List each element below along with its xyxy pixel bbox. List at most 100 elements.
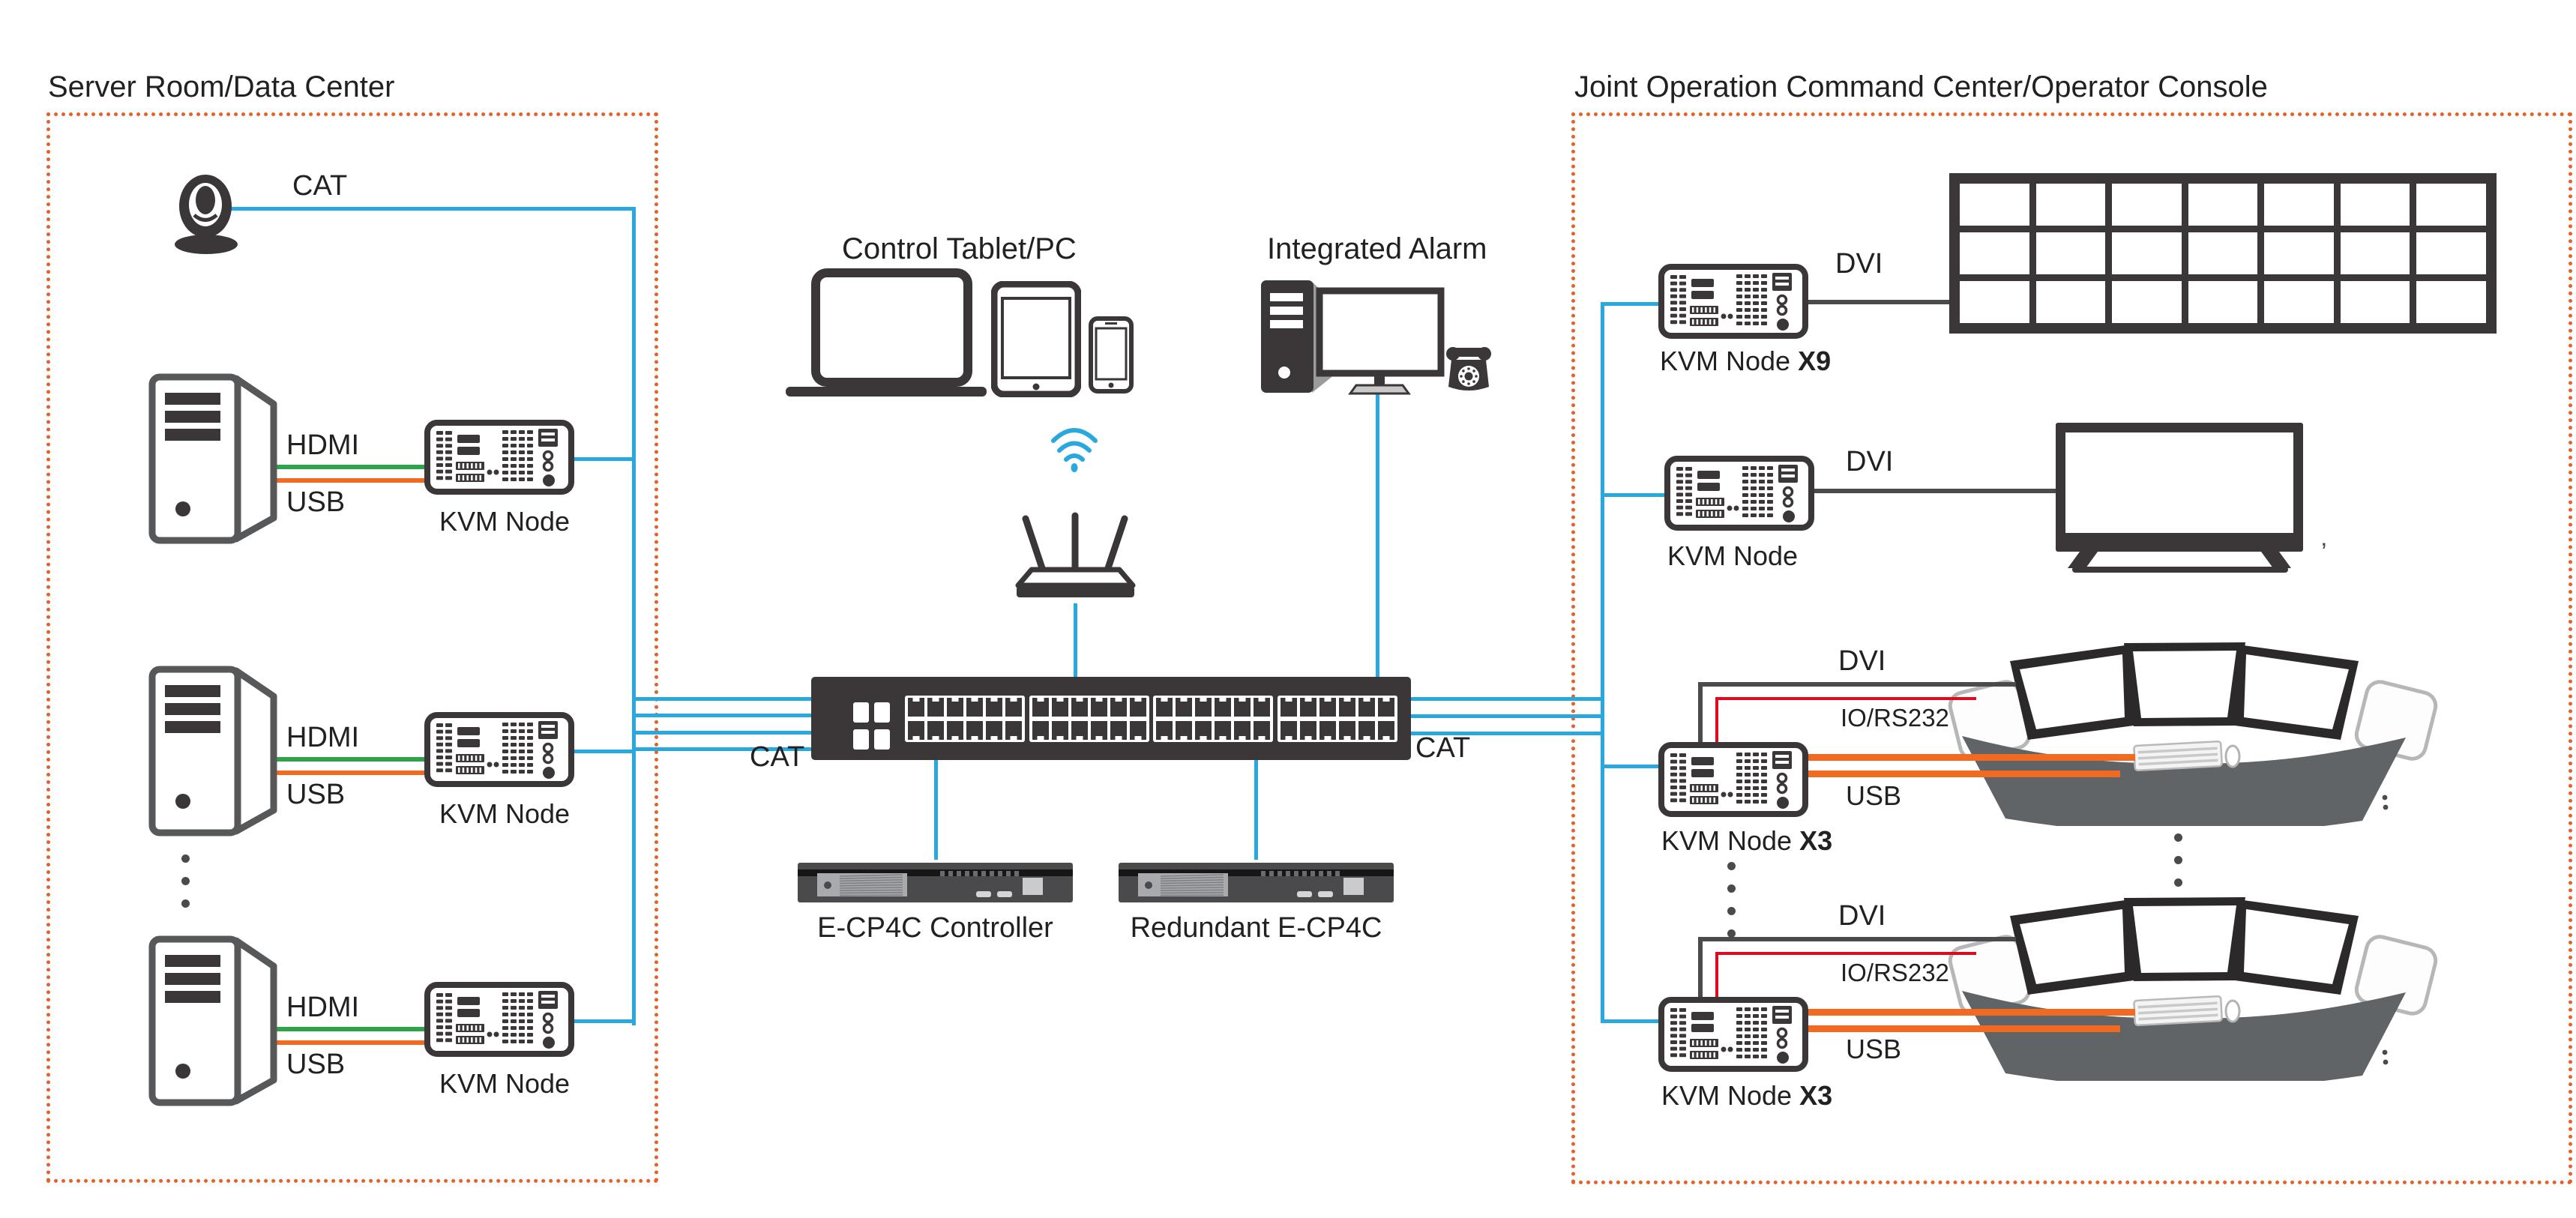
io-cable-x3a [1715,697,1976,700]
uplink-port [874,702,890,723]
port-group [1029,696,1149,742]
cat-trunk-line-3 [632,731,813,735]
rj45-port [1071,721,1088,740]
rj45-port [1110,698,1127,717]
kvm-node-icon-3 [424,982,574,1057]
rj45-port [1215,698,1231,717]
wireless-router-icon [1014,508,1137,606]
command-center-title: Joint Operation Command Center/Operator … [1574,70,2268,103]
operator-console-desk-1 [1908,639,2478,834]
wall-cell [2416,232,2486,274]
kvm-node-x3a-icon [1658,742,1808,817]
router-cat-drop [1074,603,1077,678]
wall-cell [2264,184,2334,226]
stray-mark: ’ [2321,538,2327,567]
rj45-port [1358,698,1375,717]
rj45-port [908,698,924,717]
wifi-icon [1048,418,1101,474]
dvi-riser-x3b [1698,937,1703,998]
io-riser-x3b [1715,952,1718,998]
wall-cell [2035,232,2106,274]
video-wall [1949,173,2497,334]
dvi-label-single: DVI [1846,446,1894,477]
rj45-port [1378,698,1394,717]
rj45-port [1254,721,1270,740]
wall-cell [2112,232,2182,274]
uplink-port [853,729,869,750]
port-group [1153,696,1273,742]
wall-cell [2264,281,2334,323]
usb-label-x3a: USB [1846,780,1902,811]
kvm3-cat-cable [573,1019,636,1023]
usb-cable-x3a-2 [1807,771,2120,777]
rj45-port [966,721,983,740]
cat-trunk-right-2 [1411,714,1602,718]
kvm-node-label-2: KVM Node [439,798,571,829]
kvm-x9-cat-cable [1603,302,1658,306]
rj45-port [986,698,1002,717]
rj45-port [947,698,963,717]
rj45-port [1032,698,1049,717]
rj45-port [1378,721,1394,740]
usb-label-3: USB [286,1049,346,1080]
kvm-node-x3a-label: KVM Node X3 [1661,825,1833,856]
rj45-port [1005,721,1022,740]
wall-cell [2188,281,2258,323]
smartphone-icon [1089,316,1134,394]
wall-cell [2340,184,2410,226]
usb-cable-x3a-1 [1807,754,2135,761]
rj45-port [1130,721,1146,740]
kvm-node-x9-label: KVM Node X9 [1660,346,1832,376]
rj45-port [1176,698,1192,717]
rj45-port [1300,698,1316,717]
hdmi-cable-1 [276,465,427,469]
rj45-port [1005,698,1022,717]
server-icon-2 [148,665,280,837]
cat-label-left: CAT [750,741,805,773]
tablet-icon [990,280,1082,398]
rj45-port [1130,698,1146,717]
right-cat-bus [1601,302,1604,1023]
kvm-single-cat-cable [1603,493,1666,497]
io-label-x3b: IO/RS232 [1841,959,1949,986]
wall-cell [1960,281,2029,323]
rj45-port [1110,721,1127,740]
camera-cat-cable [220,207,636,211]
wall-cell [2340,232,2410,274]
cat-trunk-line-4 [632,747,813,751]
ip-camera-icon [169,172,253,255]
rj45-port [1358,721,1375,740]
rj45-port [927,698,944,717]
dvi-label-x9: DVI [1835,248,1883,280]
cat-trunk-right-3 [1411,732,1602,735]
cat-label-right: CAT [1415,732,1471,764]
io-riser-x3a [1715,697,1718,744]
wall-cell [2340,281,2410,323]
server-icon-1 [148,373,280,545]
port-group [1278,696,1397,742]
rj45-port [1319,698,1336,717]
rj45-port [1091,721,1107,740]
kvm-node-icon-1 [424,420,574,495]
dvi-cable-x3a [1698,682,2016,687]
rj45-port [927,721,944,740]
display-monitor-icon [2054,421,2305,575]
wall-cell [2188,232,2258,274]
kvm-node-icon-2 [424,712,574,787]
dvi-cable-x9 [1805,300,1951,304]
rj45-port [1156,721,1173,740]
alarm-cat-drop [1376,392,1379,678]
wall-cell [2112,184,2182,226]
rj45-port [1339,698,1355,717]
usb-label-1: USB [286,486,346,518]
kvm-node-label-1: KVM Node [439,506,571,537]
cat-trunk-right-1 [1411,697,1602,701]
rj45-port [947,721,963,740]
rj45-port [1195,721,1212,740]
wall-cell [2264,232,2334,274]
more-servers-ellipsis [181,854,190,908]
rj45-port [1339,721,1355,740]
rj45-port [1215,721,1231,740]
rj45-port [1071,698,1088,717]
